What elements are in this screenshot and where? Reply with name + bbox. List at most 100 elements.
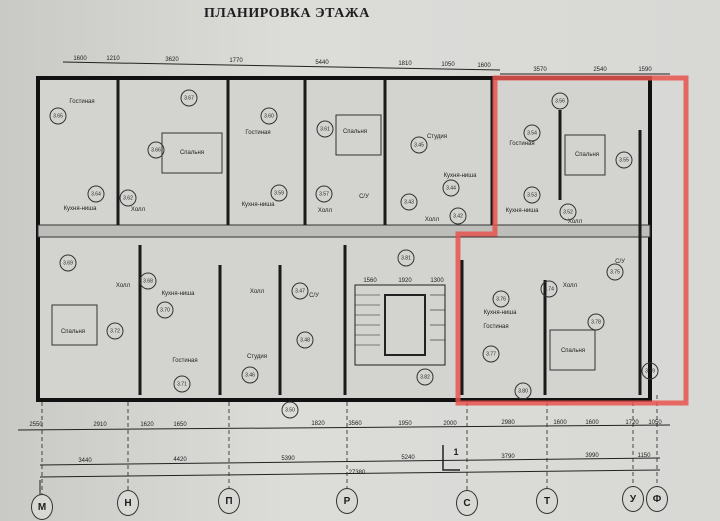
dimension-label: 1810 <box>398 61 412 67</box>
room-number: 3.50 <box>281 401 299 419</box>
dimension-label: 1820 <box>311 421 325 427</box>
room-number: 3.47 <box>291 282 309 300</box>
room-number: 3.79 <box>641 362 659 380</box>
room-number: 3.59 <box>270 184 288 202</box>
dimension-label: 1210 <box>106 56 120 62</box>
dimension-label: 3620 <box>165 57 179 63</box>
axis-marker: П <box>218 488 240 514</box>
room-label: Гостиная <box>509 141 535 147</box>
room-number: 3.72 <box>106 322 124 340</box>
room-label: Кухня-ниша <box>241 202 275 208</box>
dimension-label: 1050 <box>648 420 662 426</box>
room-label: Холл <box>567 219 583 225</box>
plan-title: ПЛАНИРОВКА ЭТАЖА <box>204 6 370 21</box>
room-number: 3.70 <box>156 301 174 319</box>
room-label: Спальня <box>60 329 86 335</box>
dimension-label: 1650 <box>173 422 187 428</box>
axis-dimension-label: 1150 <box>637 453 651 459</box>
room-label: Кухня-ниша <box>161 291 195 297</box>
axis-marker: У <box>622 486 644 512</box>
room-number: 3.53 <box>523 186 541 204</box>
dimension-label: 2550 <box>29 422 43 428</box>
room-number: 3.55 <box>615 151 633 169</box>
room-number: 3.68 <box>139 272 157 290</box>
room-label: Холл <box>562 283 578 289</box>
room-number: 3.80 <box>514 382 532 400</box>
dimension-lines <box>17 61 671 500</box>
dimension-label: 1600 <box>585 420 599 426</box>
room-number: 3.67 <box>180 89 198 107</box>
room-number: 3.60 <box>260 107 278 125</box>
axis-dimension-label: 5390 <box>281 456 295 462</box>
stairwell <box>354 284 446 366</box>
dimension-label: 1600 <box>73 56 87 62</box>
room-label: Студия <box>246 354 268 360</box>
room-number: 3.62 <box>119 189 137 207</box>
room-number: 3.82 <box>416 368 434 386</box>
room-number: 3.66 <box>147 141 165 159</box>
room-label: Холл <box>130 207 146 213</box>
room-label: Кухня-ниша <box>443 173 477 179</box>
room-number: 3.71 <box>173 375 191 393</box>
section-mark: 1 <box>453 447 459 457</box>
dimension-label: 1050 <box>441 62 455 68</box>
room-label: С/У <box>309 293 319 299</box>
axis-dimension-label: 4420 <box>173 457 187 463</box>
dimension-label: 3560 <box>348 421 362 427</box>
room-number: 3.75 <box>606 263 624 281</box>
room-number: 3.78 <box>587 313 605 331</box>
room-label: Гостиная <box>483 324 509 330</box>
room-label: Холл <box>115 283 131 289</box>
axis-marker: М <box>31 494 53 520</box>
axis-marker: С <box>456 490 478 516</box>
room-label: С/У <box>615 259 625 265</box>
axis-marker: Н <box>117 490 139 516</box>
dimension-label: 5440 <box>315 60 329 66</box>
highlighted-apartment-outline <box>455 75 689 406</box>
room-label: Спальня <box>560 348 586 354</box>
room-number: 3.76 <box>492 290 510 308</box>
room-number: 3.54 <box>523 124 541 142</box>
room-label: Кухня-ниша <box>483 310 517 316</box>
room-number: 3.74 <box>540 280 558 298</box>
room-number: 3.81 <box>397 249 415 267</box>
room-label: Спальня <box>574 152 600 158</box>
room-number: 3.56 <box>551 92 569 110</box>
room-number: 3.44 <box>442 179 460 197</box>
dimension-label: 2910 <box>93 422 107 428</box>
room-label: Студия <box>426 134 448 140</box>
room-number: 3.77 <box>482 345 500 363</box>
room-label: Холл <box>424 217 440 223</box>
dimension-label: 1590 <box>638 67 652 73</box>
stair-dimension: 1300 <box>430 278 444 284</box>
dimension-label: 1770 <box>229 58 243 64</box>
dimension-label: 1950 <box>398 421 412 427</box>
axis-marker: Ф <box>646 486 668 512</box>
room-label: Гостиная <box>172 358 198 364</box>
room-number: 3.45 <box>410 136 428 154</box>
room-label: Кухня-ниша <box>505 208 539 214</box>
room-label: Гостиная <box>69 99 95 105</box>
room-number: 3.61 <box>316 120 334 138</box>
room-label: С/У <box>359 194 369 200</box>
axis-dimension-label: 5240 <box>401 455 415 461</box>
axis-dimension-label: 3440 <box>78 458 92 464</box>
room-number: 3.42 <box>449 207 467 225</box>
dimension-label: 1620 <box>140 422 154 428</box>
room-label: Спальня <box>342 129 368 135</box>
room-label: Кухня-ниша <box>63 206 97 212</box>
room-label: Холл <box>317 208 333 214</box>
room-number: 3.57 <box>315 185 333 203</box>
axis-marker: Т <box>536 488 558 514</box>
room-label: Гостиная <box>245 130 271 136</box>
axis-marker: Р <box>336 488 358 514</box>
dimension-label: 2000 <box>443 421 457 427</box>
dimension-label: 1720 <box>625 420 639 426</box>
dimension-label: 2540 <box>593 67 607 73</box>
dimension-label: 3570 <box>533 67 547 73</box>
room-number: 3.43 <box>400 193 418 211</box>
room-number: 3.48 <box>296 331 314 349</box>
room-number: 3.52 <box>559 203 577 221</box>
